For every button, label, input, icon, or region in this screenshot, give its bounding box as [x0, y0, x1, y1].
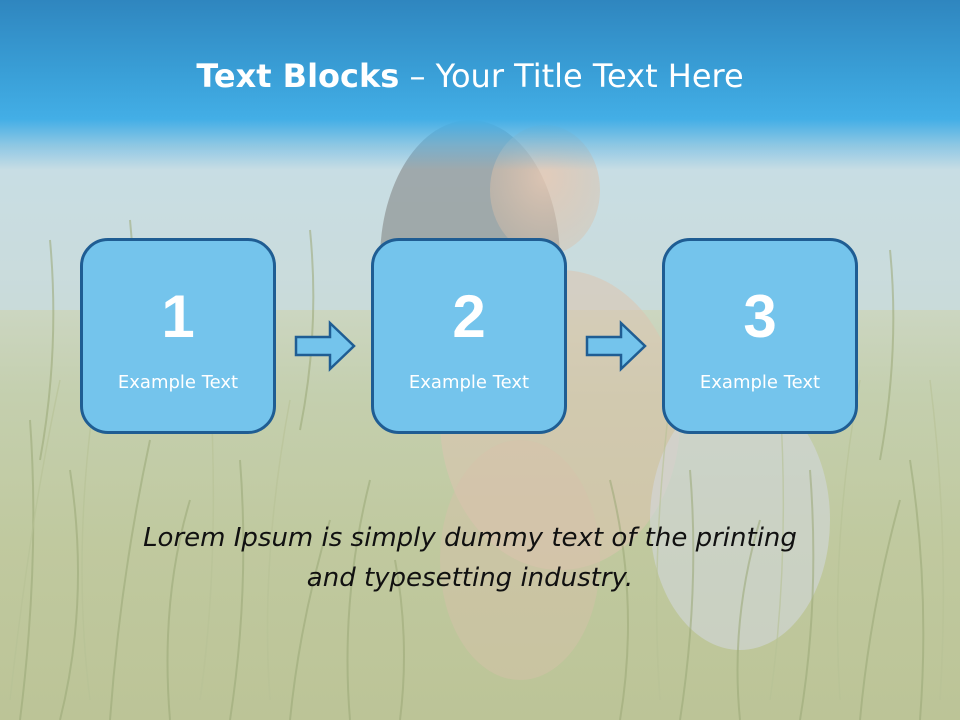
- block-number: 3: [743, 283, 777, 350]
- title-rest-part: – Your Title Text Here: [399, 57, 744, 95]
- text-block-1: 1 Example Text: [80, 238, 276, 434]
- block-number: 2: [452, 283, 486, 350]
- slide-title: Text Blocks – Your Title Text Here: [0, 54, 940, 98]
- caption-line-2: and typesetting industry.: [306, 563, 634, 593]
- arrow-right-icon: [585, 320, 647, 372]
- header-band: [0, 0, 960, 170]
- block-label: Example Text: [117, 372, 239, 393]
- title-bold-part: Text Blocks: [196, 57, 400, 95]
- block-label: Example Text: [408, 372, 530, 393]
- caption-text: Lorem Ipsum is simply dummy text of the …: [80, 518, 860, 598]
- arrow-right-icon: [294, 320, 356, 372]
- block-label: Example Text: [699, 372, 821, 393]
- text-block-2: 2 Example Text: [371, 238, 567, 434]
- block-number: 1: [161, 283, 195, 350]
- caption-line-1: Lorem Ipsum is simply dummy text of the …: [143, 523, 797, 553]
- text-block-3: 3 Example Text: [662, 238, 858, 434]
